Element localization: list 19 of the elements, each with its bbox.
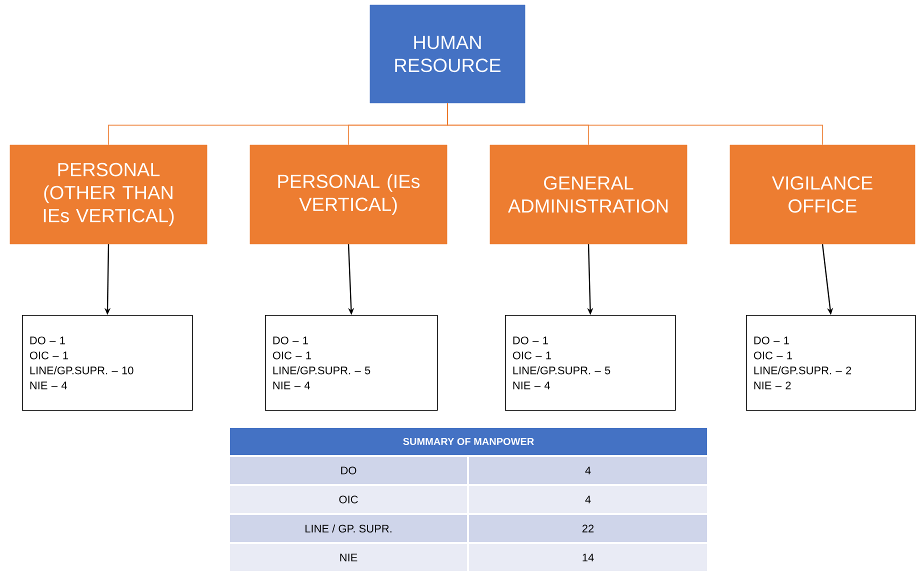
- staff-box: DO – 1 OIC – 1 LINE/GP.SUPR. – 5 NIE – 4: [265, 315, 438, 411]
- table-cell: DO: [230, 457, 467, 484]
- table-cell: 22: [469, 515, 707, 542]
- department-box: PERSONAL (OTHER THAN IEs VERTICAL): [10, 144, 208, 244]
- staff-box: DO – 1 OIC – 1 LINE/GP.SUPR. – 2 NIE – 2: [746, 315, 916, 411]
- staff-box: DO – 1 OIC – 1 LINE/GP.SUPR. – 10 NIE – 4: [22, 315, 193, 411]
- title-box: HUMAN RESOURCE: [370, 4, 526, 104]
- table-cell: 14: [469, 544, 707, 571]
- connector-line: [447, 102, 823, 146]
- department-box: GENERAL ADMINISTRATION: [490, 144, 688, 244]
- department-box: VIGILANCE OFFICE: [730, 144, 916, 244]
- table-cell: LINE / GP. SUPR.: [230, 515, 467, 542]
- table-cell: NIE: [230, 544, 467, 571]
- table-cell: 4: [469, 457, 707, 484]
- department-box: PERSONAL (IEs VERTICAL): [250, 144, 448, 244]
- table-cell: OIC: [230, 486, 467, 513]
- table-header: SUMMARY OF MANPOWER: [230, 428, 707, 455]
- table-cell: 4: [469, 486, 707, 513]
- staff-box: DO – 1 OIC – 1 LINE/GP.SUPR. – 5 NIE – 4: [505, 315, 676, 411]
